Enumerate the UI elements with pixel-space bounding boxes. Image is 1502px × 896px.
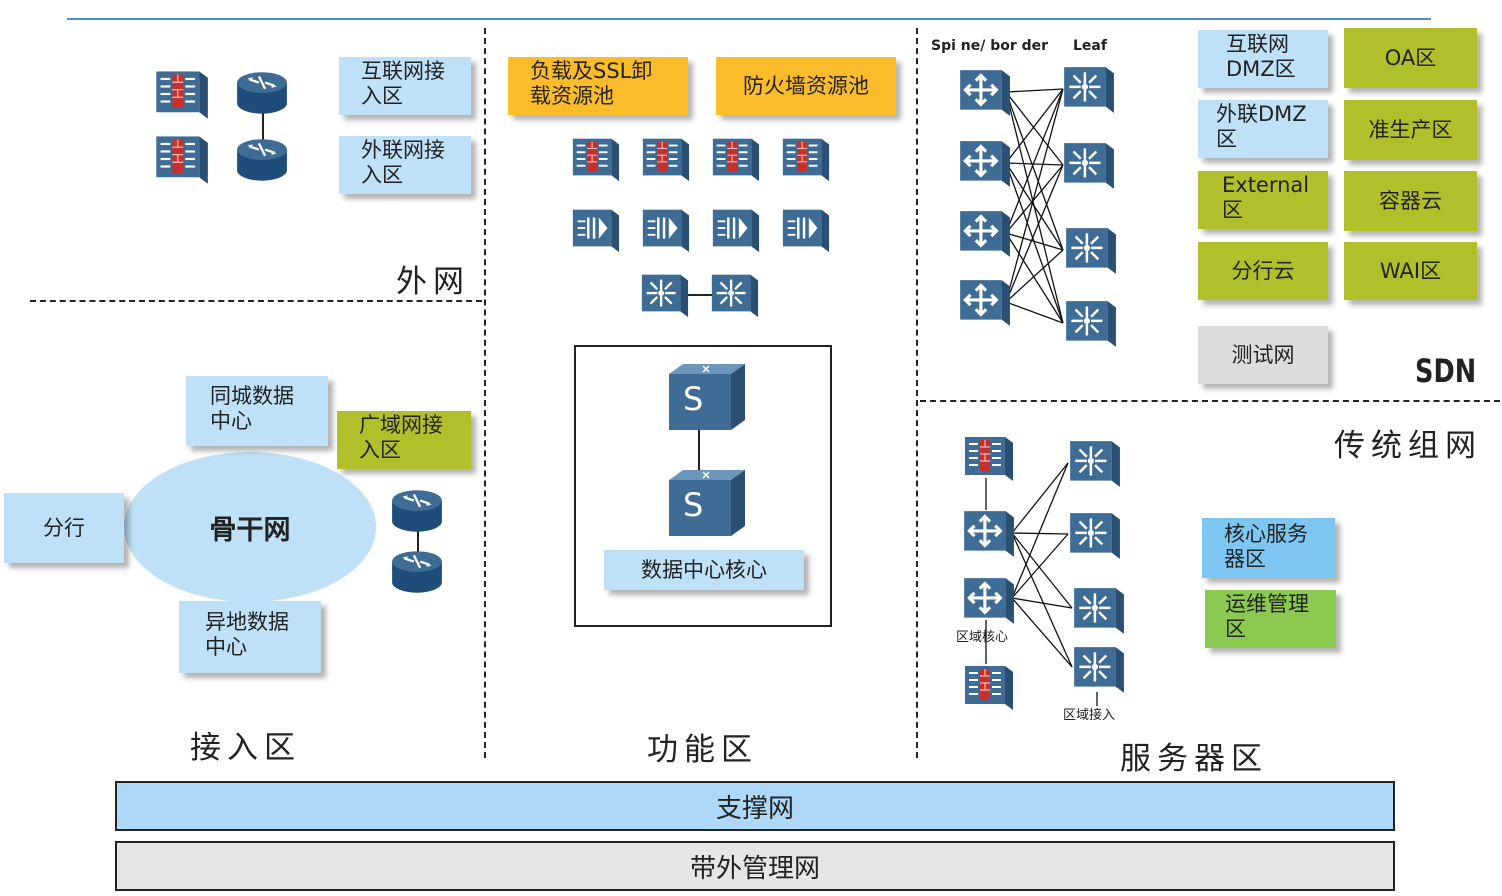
spine-switch-icon — [956, 274, 1012, 330]
remote-dc-box: 异地数据 中心 — [179, 601, 321, 673]
oob-net-bar: 带外管理网 — [115, 841, 1395, 891]
spine-switch-icon — [956, 64, 1012, 120]
spine-switch-icon — [956, 135, 1012, 191]
divider-horizontal-left — [30, 300, 482, 302]
dc-core-box: 数据中心核心 — [604, 550, 804, 590]
leaf-switch-icon — [1062, 222, 1118, 278]
firewall-icon — [961, 660, 1015, 714]
ops-mgmt-zone: 运维管理 区 — [1205, 590, 1336, 648]
access-switch-icon — [1066, 435, 1122, 491]
traditional-net-label: 传统组网 — [1334, 428, 1482, 464]
external-net-label: 外网 — [396, 264, 470, 300]
access-switch-icon — [1066, 507, 1122, 563]
backbone-network: 骨干网 — [124, 452, 376, 602]
sdn-zone-quasi-production: 准生产区 — [1344, 100, 1477, 160]
sdn-zone-container-cloud: 容器云 — [1344, 171, 1477, 231]
firewall-pool-box: 防火墙资源池 — [716, 57, 896, 115]
same-city-dc-box: 同城数据 中心 — [186, 376, 328, 446]
dc-core-frame — [574, 345, 832, 627]
core-switch-letter: S — [683, 486, 704, 524]
support-net-label: 支撑网 — [715, 793, 794, 824]
access-switch-icon — [1070, 641, 1126, 697]
top-rule — [67, 18, 1431, 20]
sdn-zone-internet-dmz: 互联网 DMZ区 — [1198, 30, 1328, 88]
area-core-label: 区域核心 — [956, 630, 1009, 645]
sdn-zone-wai: WAI区 — [1344, 242, 1477, 300]
access-switch-icon — [1070, 582, 1126, 638]
divider-horizontal-right — [920, 400, 1500, 402]
leaf-switch-icon — [1060, 61, 1116, 117]
leaf-switch-icon — [1060, 137, 1116, 193]
leaf-switch-icon — [1062, 295, 1118, 351]
oob-net-label: 带外管理网 — [689, 853, 820, 884]
function-zone-label: 功能区 — [647, 732, 758, 768]
extranet-access-zone: 外联网接 入区 — [339, 136, 471, 194]
switch-link — [684, 294, 712, 296]
sdn-label: SDN — [1415, 352, 1477, 390]
sdn-zone-external: External 区 — [1198, 171, 1328, 229]
firewall-icon — [961, 431, 1015, 485]
server-zone-label: 服务器区 — [1120, 741, 1268, 777]
leaf-label: Leaf — [1073, 38, 1107, 54]
divider-vertical-2 — [916, 28, 918, 758]
lb-ssl-pool-box: 负载及SSL卸 载资源池 — [508, 57, 688, 115]
branch-box: 分行 — [4, 493, 124, 563]
sdn-zone-test-net: 测试网 — [1198, 326, 1328, 384]
core-switch-letter: S — [683, 380, 704, 418]
spine-switch-icon — [960, 572, 1016, 628]
wan-access-box: 广域网接 入区 — [337, 411, 471, 469]
sdn-zone-branch-cloud: 分行云 — [1198, 242, 1328, 300]
internet-access-zone: 互联网接 入区 — [339, 57, 471, 115]
core-switch-top: S — [669, 364, 745, 430]
core-link — [698, 428, 700, 476]
core-switch-bottom: S — [669, 470, 745, 536]
access-zone-label: 接入区 — [190, 730, 301, 766]
divider-vertical-1 — [484, 28, 486, 758]
support-net-bar: 支撑网 — [115, 781, 1395, 831]
core-service-zone: 核心服务 器区 — [1202, 518, 1335, 578]
spine-border-label: Spi ne/ bor der — [931, 38, 1049, 54]
spine-switch-icon — [960, 505, 1016, 561]
area-access-label: 区域接入 — [1063, 708, 1116, 723]
router-link — [417, 528, 419, 556]
sdn-zone-oa: OA区 — [1344, 28, 1477, 88]
sdn-zone-extranet-dmz: 外联DMZ 区 — [1198, 100, 1328, 158]
router-link — [262, 110, 264, 142]
spine-switch-icon — [956, 205, 1012, 261]
backbone-label: 骨干网 — [209, 514, 291, 546]
